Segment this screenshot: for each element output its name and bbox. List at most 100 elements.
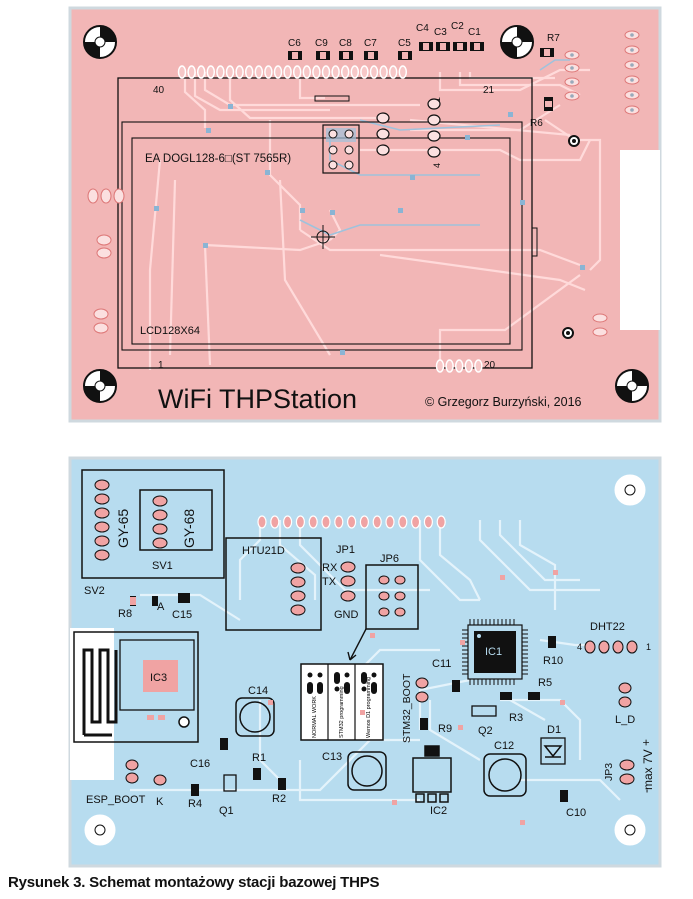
pad [264, 65, 273, 79]
ic1-mcu [462, 619, 528, 685]
r8-label: R8 [118, 608, 132, 620]
top-board: C6 C9 C8 C7 C5 C4 C3 C2 C1 R7 R6 40 21 1… [68, 6, 662, 423]
htu21d-outline [225, 537, 322, 631]
pad [445, 359, 454, 373]
label-c6: C6 [288, 38, 301, 49]
pad [270, 515, 280, 529]
lcd-inner-outline [131, 137, 511, 345]
r3-label: R3 [509, 712, 523, 724]
tx-label: TX [322, 576, 337, 588]
label-c3: C3 [434, 27, 447, 38]
pad [398, 65, 408, 79]
pad [350, 65, 360, 79]
d1-label: D1 [547, 724, 561, 736]
c14-label: C14 [248, 685, 268, 697]
pad [379, 65, 388, 79]
c12-label: C12 [494, 740, 514, 752]
pad [302, 65, 312, 79]
pad [464, 359, 474, 373]
label-r6: R6 [530, 118, 543, 129]
top-traces-blue [299, 59, 570, 236]
jp6-outline [365, 564, 419, 630]
left-pad-groups [87, 188, 125, 334]
pcb-antenna [82, 648, 118, 737]
pin-label-1: 1 [158, 360, 164, 371]
pad [273, 65, 283, 79]
copyright: © Grzegorz Burzyński, 2016 [425, 395, 582, 409]
label-c9: C9 [315, 38, 328, 49]
pad [454, 359, 464, 373]
dht-pin1-label: 1 [646, 642, 651, 652]
htu21d-label: HTU21D [242, 545, 285, 557]
ic3-module-outline [73, 631, 199, 743]
gy65-header [94, 479, 110, 561]
dht-pin4-label: 4 [577, 642, 582, 652]
pin-label-21: 21 [483, 85, 495, 96]
pad [411, 515, 421, 529]
pad [474, 359, 483, 373]
max-7v-label: max 7V [641, 749, 655, 790]
crosshair-marker [311, 225, 335, 249]
lcd-mid-outline [121, 121, 523, 351]
r10-label: R10 [543, 655, 563, 667]
display-model-label: EA DOGL128-6□(ST 7565R) [145, 153, 291, 165]
a-label: A [157, 601, 165, 613]
pad [360, 65, 369, 79]
label-c8: C8 [339, 38, 352, 49]
pin-label-40: 40 [153, 85, 165, 96]
c16-label: C16 [190, 758, 210, 770]
board-title: WiFi THPStation [158, 384, 357, 414]
k-label: K [156, 796, 164, 808]
jumper-block [322, 124, 360, 174]
gy68-header [152, 495, 168, 549]
electrolytic-caps [235, 697, 527, 797]
lcd-pins-bottom [435, 359, 483, 373]
pad [225, 65, 235, 79]
r2-label: R2 [272, 793, 286, 805]
label-c2: C2 [451, 21, 464, 32]
pad [295, 515, 305, 529]
q2-outline [471, 705, 497, 717]
ic2-regulator [412, 745, 452, 803]
pad [340, 65, 350, 79]
pad [321, 515, 331, 529]
pad [254, 65, 264, 79]
pad [235, 65, 244, 79]
label-c5: C5 [398, 38, 411, 49]
bottom-mounting-holes [84, 474, 646, 846]
test-points [562, 135, 580, 339]
header-4pin [376, 98, 441, 158]
pad [292, 65, 302, 79]
pad [216, 65, 225, 79]
bottom-pin-row [257, 515, 446, 529]
c11-label: C11 [432, 658, 451, 670]
gy68-outline [139, 489, 213, 551]
bottom-traces [130, 520, 621, 802]
pad [308, 515, 318, 529]
sv2-notch [70, 628, 114, 780]
hole-bl [84, 814, 116, 846]
gy65-label: GY-65 [115, 509, 131, 548]
top-component-labels: C6 C9 C8 C7 C5 C4 C3 C2 C1 R7 R6 40 21 1… [153, 21, 560, 371]
mounting-hole-bottom-left [83, 369, 117, 403]
ic1-label: IC1 [485, 646, 502, 658]
board-edge-notch [620, 150, 660, 330]
q1-transistor [223, 774, 237, 792]
htu21d-pads [290, 562, 306, 616]
hole-br [614, 814, 646, 846]
header-label-4: 4 [432, 163, 442, 168]
jumper-mode-legend: NORMAL WORK STM32 programming Wemos D1 p… [300, 663, 384, 741]
pad [283, 515, 293, 529]
pad [334, 515, 344, 529]
jp6-label: JP6 [380, 553, 399, 565]
plus-label: + [639, 739, 653, 746]
mounting-hole-top-left [83, 25, 117, 59]
jp1-label: JP1 [336, 544, 355, 556]
pad [398, 515, 408, 529]
right-pad-holes [570, 33, 634, 112]
label-r7: R7 [547, 33, 560, 44]
bottom-pads-misc [125, 640, 638, 786]
bottom-smd-parts [130, 593, 568, 802]
c15-label: C15 [172, 609, 192, 621]
c13-label: C13 [322, 751, 342, 763]
